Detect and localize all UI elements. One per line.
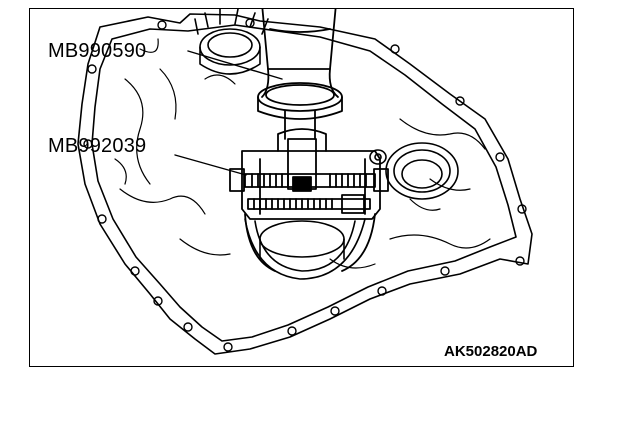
- leader-line-lower: [174, 154, 247, 176]
- bearing-bore-right: [369, 142, 459, 200]
- label-tool-upper: MB990590: [48, 40, 147, 62]
- main-bore: [244, 218, 366, 280]
- figure-code: AK502820AD: [444, 343, 538, 360]
- casting-ribs: [114, 38, 491, 269]
- housing-flange-inner: [91, 24, 517, 342]
- housing-outline: [77, 13, 533, 355]
- transaxle-case-illustration: [77, 9, 533, 355]
- puller-frame: [229, 128, 389, 272]
- leader-line-upper: [187, 50, 283, 80]
- diagram-frame: MB990590 MB992039 AK502820AD: [29, 8, 574, 367]
- bearing-bore-left: [194, 9, 269, 75]
- slide-hammer: [257, 9, 343, 140]
- label-tool-lower: MB992039: [48, 135, 147, 157]
